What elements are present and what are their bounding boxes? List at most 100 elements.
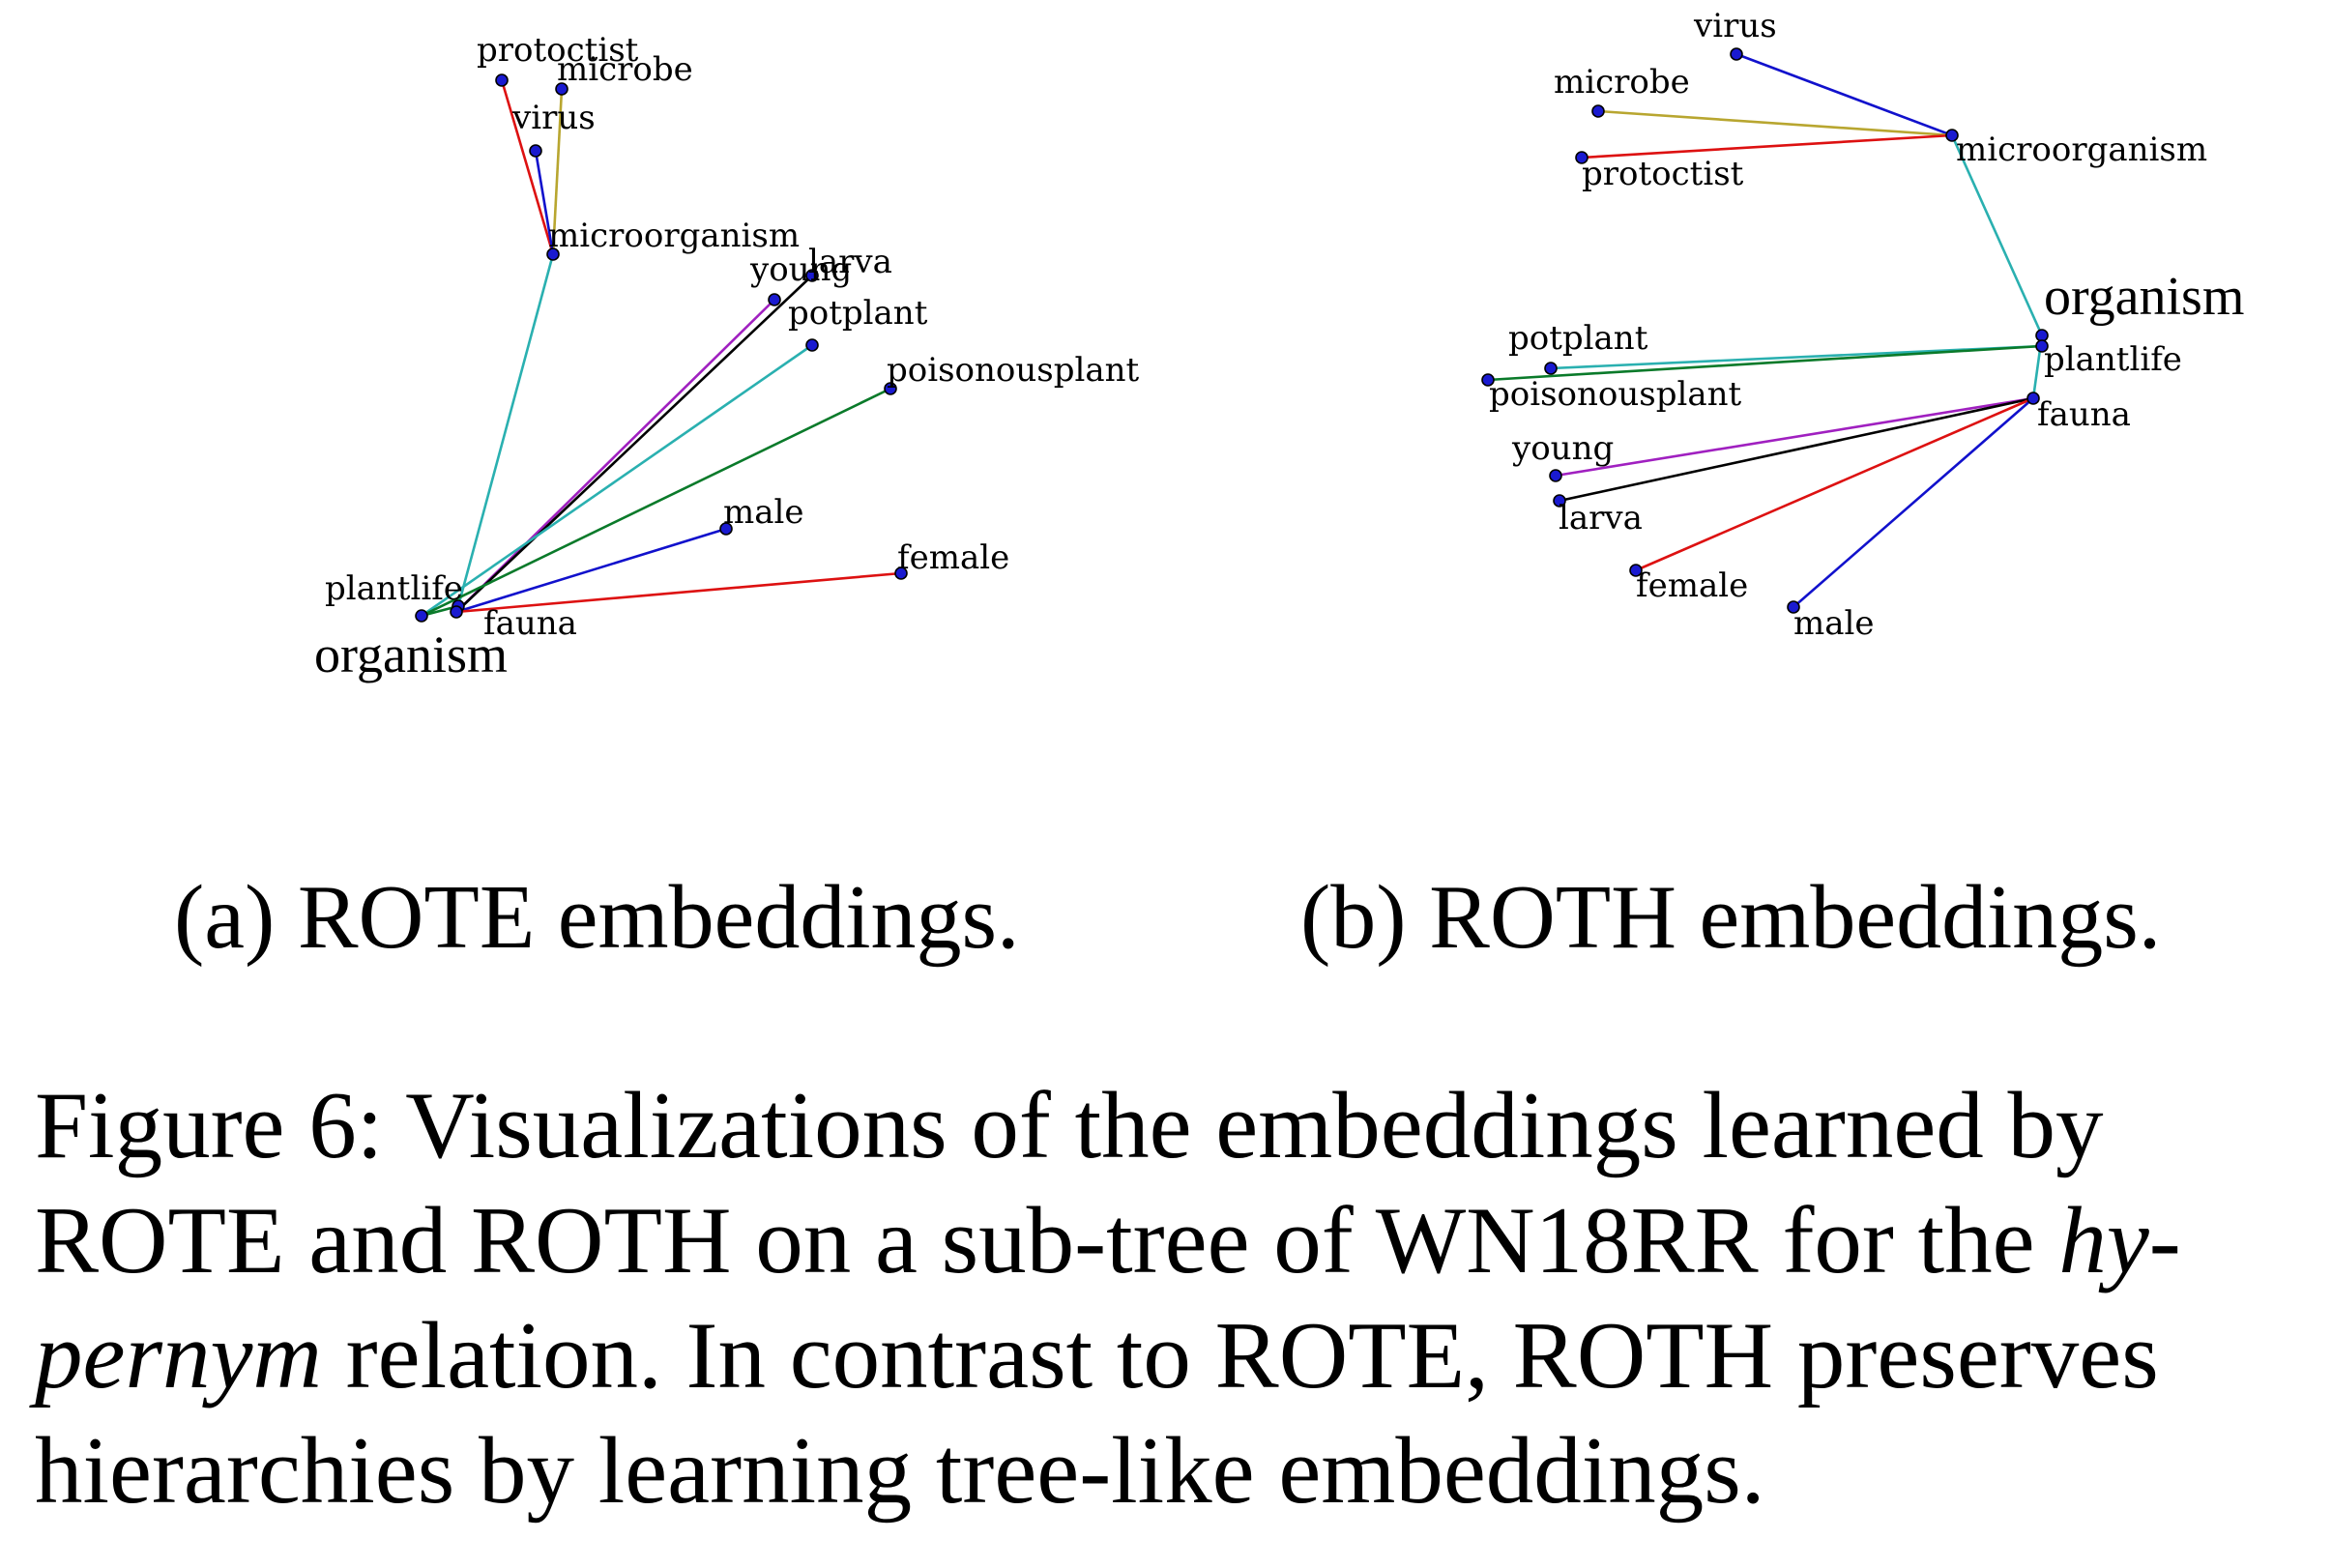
rote-node-microbe <box>555 82 568 96</box>
roth-edge-plantlife-poisonousplant <box>1487 344 2043 382</box>
subcaption-a: (a) ROTE embeddings. <box>174 865 1020 970</box>
roth-r: R <box>1429 867 1490 968</box>
rote-ot: OT <box>358 867 480 968</box>
rote-edge-microorganism-protoctist <box>500 79 555 255</box>
roth-node-male <box>1787 600 1800 614</box>
caption-roth-ot: OT <box>535 1188 662 1293</box>
roth-node-potplant <box>1544 362 1558 375</box>
caption-hy: hy- <box>2058 1188 2181 1293</box>
rote-node-microorganism <box>546 247 560 261</box>
roth-label-organism: organism <box>2044 267 2244 327</box>
roth-node-microbe <box>1591 104 1605 118</box>
roth-h: H <box>1611 867 1677 968</box>
subcaption-a-prefix: (a) <box>174 867 298 968</box>
caption-line-3-rest: preserves <box>1773 1303 2159 1408</box>
caption-line-2-rest: on a sub-tree of WN18RR for the <box>731 1188 2059 1293</box>
roth-label-protoctist: protoctist <box>1582 155 1744 193</box>
roth-label-female: female <box>1636 566 1748 605</box>
rote-edge-fauna-male <box>455 527 727 614</box>
rote-label-male: male <box>723 493 804 532</box>
roth-node-larva <box>1553 494 1566 508</box>
figure-caption: Figure 6: Visualizations of the embeddin… <box>35 1068 2317 1528</box>
subcaption-b-suffix: embeddings. <box>1676 867 2162 968</box>
subcaption-b-prefix: (b) <box>1300 867 1430 968</box>
rote-node-male <box>719 522 733 536</box>
roth-node-fauna <box>2026 392 2040 405</box>
roth-edge-fauna-larva <box>1559 396 2034 503</box>
caption-line-2: ROTE and ROTH on a sub-tree of WN18RR fo… <box>35 1183 2317 1298</box>
roth-label-potplant: potplant <box>1508 319 1648 358</box>
rote-label-protoctist: protoctist <box>477 31 639 70</box>
caption-and: and <box>284 1188 471 1293</box>
caption-roth-h: H <box>661 1188 732 1293</box>
rote-label-fauna: fauna <box>483 604 577 643</box>
roth-node-female <box>1629 564 1643 577</box>
rote-node-female <box>894 566 908 580</box>
caption-rote-ot: OT <box>99 1188 227 1293</box>
roth-label-male: male <box>1793 604 1875 643</box>
rote-node-poisonousplant <box>884 382 897 395</box>
subcaption-b: (b) ROTH embeddings. <box>1300 865 2161 970</box>
roth-edge-microorganism-protoctist <box>1581 133 1953 160</box>
rote-r: R <box>297 867 359 968</box>
caption-roth-r: R <box>470 1188 535 1293</box>
rote-node-plantlife <box>415 609 428 623</box>
rote-node-fauna <box>450 605 463 619</box>
rote-label-virus: virus <box>511 99 596 137</box>
roth-node-plantlife <box>2035 339 2049 353</box>
roth-label-fauna: fauna <box>2037 395 2131 434</box>
caption-roth-r-2: R <box>1512 1303 1577 1408</box>
roth-label-young: young <box>1511 429 1614 468</box>
rote-edge-plantlife-potplant <box>421 343 813 618</box>
rote-label-poisonousplant: poisonousplant <box>887 351 1140 390</box>
rote-edge-microorganism-microbe <box>551 88 564 255</box>
roth-ot: OT <box>1489 867 1612 968</box>
roth-label-poisonousplant: poisonousplant <box>1489 375 1742 414</box>
rote-label-microbe: microbe <box>557 50 693 89</box>
caption-line-3: pernym relation. In contrast to ROTE, RO… <box>35 1298 2317 1413</box>
rote-label-plantlife: plantlife <box>325 569 463 608</box>
caption-line-1: Figure 6: Visualizations of the embeddin… <box>35 1073 2104 1178</box>
roth-edge-microorganism-virus <box>1735 52 1953 137</box>
caption-line-4: hierarchies by learning tree-like embedd… <box>35 1418 1765 1524</box>
subcaption-a-suffix: embeddings. <box>535 867 1020 968</box>
roth-node-protoctist <box>1575 151 1589 164</box>
rote-edge-fauna-young <box>455 299 775 613</box>
panel-b-roth-plot: organismplantlifefaunamicroorganismvirus… <box>1481 7 2244 643</box>
caption-rote-e: E <box>226 1188 285 1293</box>
rote-node-potplant <box>805 338 819 352</box>
roth-node-poisonousplant <box>1481 373 1495 387</box>
rote-label-potplant: potplant <box>788 294 928 333</box>
roth-edge-fauna-female <box>1635 396 2034 572</box>
panel-a-rote-plot: organismplantlifefaunamicroorganismproto… <box>314 31 1140 683</box>
rote-edge-fauna-female <box>455 571 902 614</box>
rote-e: E <box>479 867 536 968</box>
rote-node-young <box>768 293 781 306</box>
rote-edge-fauna-larva <box>455 275 813 613</box>
roth-node-microorganism <box>1945 129 1959 142</box>
rote-edge-plantlife-poisonousplant <box>421 387 891 618</box>
roth-edge-organism-microorganism <box>1950 134 2044 336</box>
caption-comma: , <box>1465 1303 1513 1408</box>
caption-rote-ot-2: OT <box>1278 1303 1407 1408</box>
caption-roth-ot-2: OT <box>1576 1303 1705 1408</box>
roth-node-young <box>1549 469 1562 482</box>
caption-roth-h-2: H <box>1704 1303 1774 1408</box>
rote-label-female: female <box>897 538 1009 577</box>
caption-pernym: pernym <box>35 1303 322 1408</box>
rote-edge-organism-microorganism <box>456 253 555 607</box>
rote-label-organism: organism <box>314 625 508 683</box>
roth-label-plantlife: plantlife <box>2044 340 2182 379</box>
roth-label-microorganism: microorganism <box>1956 131 2207 169</box>
roth-edge-fauna-young <box>1555 396 2034 478</box>
rote-node-protoctist <box>495 73 509 87</box>
rote-label-young: young <box>749 250 852 289</box>
rote-node-larva <box>805 269 819 282</box>
roth-node-virus <box>1730 47 1743 61</box>
roth-label-larva: larva <box>1559 499 1643 537</box>
caption-rote-e-2: E <box>1406 1303 1466 1408</box>
roth-edge-fauna-male <box>1793 397 2034 608</box>
roth-edge-plantlife-potplant <box>1550 344 2043 370</box>
figure-plots: organism plantlife fauna microorganism proto… <box>314 7 2244 683</box>
roth-edge-microorganism-microbe <box>1597 109 1953 137</box>
